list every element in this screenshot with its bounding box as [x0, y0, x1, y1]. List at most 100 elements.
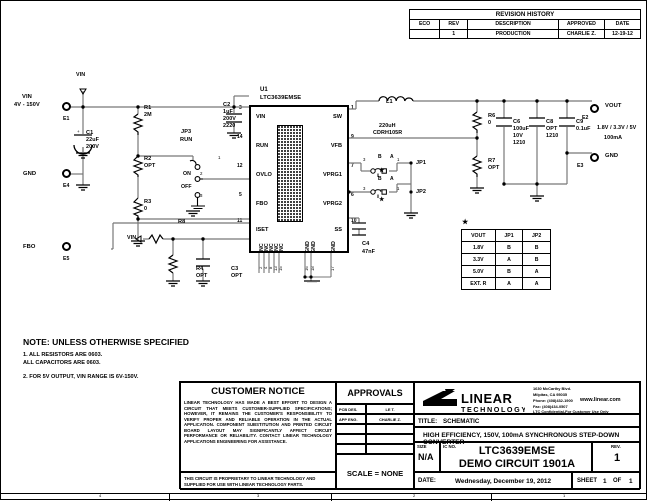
component-value-r3: 0: [144, 206, 148, 212]
component-ref-l1: L1: [386, 99, 393, 105]
subtitle-row: HIGH EFFICIENCY, 150V, 100mA SYNCHRONOUS…: [414, 427, 640, 446]
pin-label-iset: ISET: [256, 227, 269, 233]
pin-number-6: 6: [351, 192, 354, 198]
component-ref-r3: R3: [144, 199, 152, 205]
component-value-l1: 220uH: [379, 123, 396, 129]
revision-history-table: REVISION HISTORY ECO REV DESCRIPTION APP…: [408, 9, 642, 39]
zone-tick-3: 3: [257, 493, 260, 498]
vout-table-r3c2: A: [522, 277, 551, 290]
vout-table-r0c2: B: [522, 241, 551, 254]
net-label-vin-r8: VIN: [127, 235, 137, 241]
terminal-e4-gnd[interactable]: [62, 169, 71, 178]
component-value-c2: 1uF: [223, 109, 233, 115]
jumper-position-on[interactable]: ON: [183, 171, 191, 177]
component-ref-r1: R1: [144, 105, 152, 111]
jumper-ref-jp3[interactable]: JP3: [181, 129, 192, 135]
zone-tick-2: 2: [413, 493, 416, 498]
component-value-r6: 0: [488, 120, 492, 126]
terminal-sub-vout-current: 100mA: [604, 135, 623, 141]
approvals-name-1: CHARLIE Z.: [366, 414, 414, 424]
terminal-id-e3: E3: [577, 163, 584, 169]
sheet-label: SHEET: [577, 478, 598, 484]
terminal-e2-vout[interactable]: [590, 104, 599, 113]
terminal-id-e4: E4: [63, 183, 70, 189]
approvals-name-0: LE T.: [366, 404, 414, 414]
rev-col-date: DATE: [603, 19, 642, 30]
jumper-position-off[interactable]: OFF: [181, 184, 192, 190]
rev-col-description: DESCRIPTION: [467, 19, 559, 30]
terminal-e1-vin[interactable]: [62, 102, 71, 111]
pin-label-run: RUN: [256, 143, 269, 149]
ic-ground-wiring: [258, 251, 332, 283]
approvals-heading: APPROVALS: [347, 388, 403, 398]
date-panel: DATE: Wednesday, December 19, 2012: [414, 472, 572, 490]
jumper-jp1-pin-1: 1: [397, 157, 400, 162]
jumper-pin-1-jp3: 1: [218, 155, 221, 160]
rev-col-eco: ECO: [408, 19, 441, 30]
approvals-name-3: [366, 434, 414, 444]
company-website[interactable]: www.linear.com: [580, 397, 621, 403]
company-confidential: LTC Confidential-For Customer Use Only: [533, 409, 609, 414]
vout-table-r0c1: B: [494, 241, 524, 254]
jumper-ref-jp1[interactable]: JP1: [416, 160, 427, 166]
terminal-e3-gnd[interactable]: [590, 153, 599, 162]
svg-text:LINEAR: LINEAR: [461, 391, 513, 406]
component-value-c3: OPT: [231, 273, 243, 279]
revision-history-title: REVISION HISTORY: [409, 9, 641, 20]
pin-number-3: 3: [239, 105, 242, 111]
output-section-wiring: [349, 96, 592, 202]
notes-item-1b: ALL CAPACITORS ARE 0603.: [23, 360, 101, 366]
pin-number-14: 14: [237, 134, 243, 140]
component-value-c9: 0.1uF: [576, 126, 591, 132]
component-value-r4: OPT: [196, 273, 208, 279]
jumper-ref-jp2[interactable]: JP2: [416, 189, 427, 195]
customer-notice-body: LINEAR TECHNOLOGY HAS MADE A BEST EFFORT…: [184, 400, 332, 444]
vout-selection-table: VOUT JP1 JP2 1.8V B B 3.3V A B 5.0V B A …: [461, 229, 551, 290]
component-value-c8: OPT: [546, 126, 558, 132]
approvals-name-2: [366, 424, 414, 434]
jumper-pin-3-jp3: 3: [200, 193, 203, 198]
jumper-jp1-label-a: A: [390, 154, 394, 160]
vout-table-r3c1: A: [494, 277, 524, 290]
terminal-sub-vout: 1.8V / 3.3V / 5V: [597, 125, 637, 131]
ic-part-number: LTC3639EMSE: [260, 95, 302, 101]
size-panel: SIZE N/A: [414, 442, 440, 472]
table-row: 1 PRODUCTION CHARLIE Z. 12-19-12: [408, 28, 642, 39]
component-spec-c6-package: 1210: [513, 140, 526, 146]
terminal-e5-fbo[interactable]: [62, 242, 71, 251]
sheet-total: 1: [629, 478, 633, 485]
component-ref-c1: C1: [86, 130, 94, 136]
pin-label-vin: VIN: [256, 114, 266, 120]
pin-number-11: 11: [237, 218, 243, 224]
ic-refdes: U1: [260, 87, 268, 93]
sheet-number: 1: [603, 478, 607, 485]
title-row: TITLE: SCHEMATIC: [414, 414, 640, 427]
rev-cell-rev: 1: [439, 28, 469, 39]
approvals-name-label-1: CHARLIE Z.: [379, 417, 401, 422]
ic-body-ltc3639emse: VIN RUN OVLO FBO ISET SW VFB VPRG1 VPRG2…: [249, 105, 349, 253]
terminal-label-gnd-e3: GND: [605, 153, 619, 159]
company-address-line2: Milpitas, CA 95035: [533, 392, 568, 397]
asterisk-jp2-icon: ★: [379, 197, 385, 203]
asterisk-table-icon: ★: [462, 219, 469, 226]
approvals-role-0: PCB DES.: [336, 404, 366, 414]
component-value-c6: 100uF: [513, 126, 530, 132]
notes-heading: NOTE: UNLESS OTHERWISE SPECIFIED: [23, 337, 190, 347]
date-label: DATE:: [418, 478, 436, 484]
terminal-id-e2: E2: [582, 115, 589, 121]
notes-item-1: 1. ALL RESISTORS ARE 0603.: [23, 352, 103, 358]
component-spec-l1: CDRH105R: [373, 130, 403, 136]
vprg-jumpers-wiring: [349, 161, 418, 236]
title-block: CUSTOMER NOTICE LINEAR TECHNOLOGY HAS MA…: [179, 381, 641, 490]
terminal-label-fbo-e5: FBO: [23, 244, 36, 250]
table-row: EXT. R A A: [461, 277, 551, 290]
vout-table-r1c0: 3.3V: [461, 253, 496, 266]
jumper-jp1-pin-3: 3: [363, 157, 366, 162]
vout-table-col-vout: VOUT: [461, 229, 496, 242]
component-ref-r6: R6: [488, 113, 496, 119]
pin-label-nc-15: NC: [279, 243, 285, 251]
approvals-role-label-0: PCB DES.: [339, 407, 358, 412]
approvals-name-label-0: LE T.: [385, 407, 395, 412]
title-label: TITLE:: [418, 418, 438, 425]
